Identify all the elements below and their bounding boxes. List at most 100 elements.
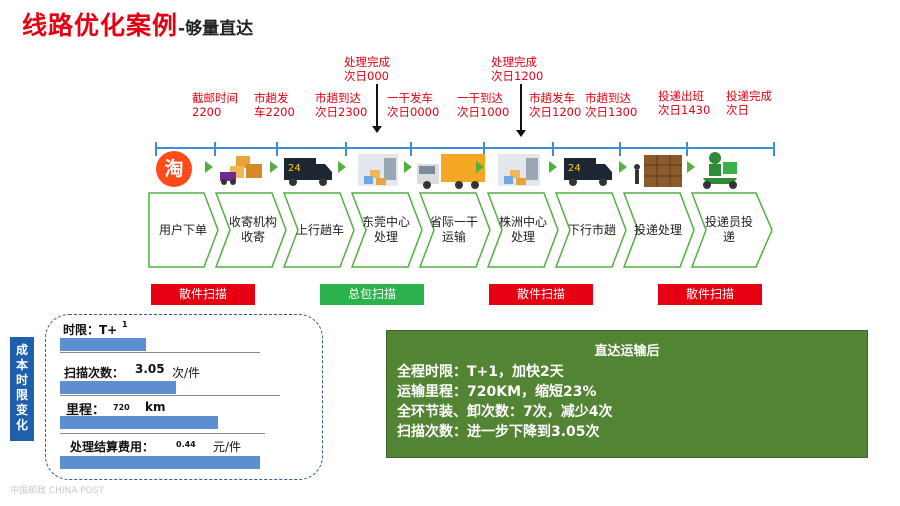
chevron-step-shape bbox=[418, 192, 491, 268]
title-sub: -够量直达 bbox=[178, 19, 254, 39]
scan-label: 扫描次数： bbox=[64, 366, 125, 380]
chevron-step-shape bbox=[486, 192, 559, 268]
forklift-boxes-icon bbox=[220, 156, 262, 185]
timeline-label: 一干到达次日1000 bbox=[457, 91, 509, 119]
divider bbox=[60, 395, 280, 396]
distance-value: 720 bbox=[113, 403, 130, 412]
summary-line: 运输里程：720KM，缩短23% bbox=[397, 384, 597, 400]
timeline-label: 市趟到达次日1300 bbox=[585, 91, 637, 119]
chevron-step-shape bbox=[350, 192, 423, 268]
page-title: 线路优化案例-够量直达 bbox=[22, 6, 253, 42]
delivery-truck-icon: 24 bbox=[284, 158, 332, 186]
fee-label: 处理结算费用： bbox=[70, 440, 155, 454]
scan-bar: 散件扫描 bbox=[658, 284, 762, 305]
label-line: 投递完成 bbox=[726, 89, 772, 103]
label-line: 次日1300 bbox=[585, 105, 638, 119]
scan-bar-label: 散件扫描 bbox=[685, 287, 734, 301]
label-line: 处理完成 bbox=[344, 55, 390, 69]
timeline-label: 市趟发车次日1200 bbox=[529, 91, 581, 119]
label-line: 次日 bbox=[726, 103, 749, 117]
summary-line: 全环节装、卸次数：7次，减少4次 bbox=[397, 404, 613, 420]
timeline-tick bbox=[410, 142, 412, 156]
label-line: 截邮时间 bbox=[192, 91, 238, 105]
step-label: 用户下单 bbox=[152, 192, 214, 268]
chevron-right-icon bbox=[205, 161, 213, 173]
timeline-label: 处理完成次日000 bbox=[344, 55, 390, 83]
step-text: 省际一干 运输 bbox=[429, 215, 478, 244]
taobao-char: 淘 bbox=[164, 158, 184, 180]
distance-unit: km bbox=[145, 400, 166, 414]
scan-bar-label: 散件扫描 bbox=[178, 287, 227, 301]
timeline-label: 投递完成次日 bbox=[726, 89, 772, 117]
timeline-tick bbox=[276, 142, 278, 156]
time-value: 1 bbox=[122, 320, 128, 329]
chevron-right-icon bbox=[549, 161, 557, 173]
fee-bar bbox=[60, 456, 260, 469]
chevron-step-shape bbox=[282, 192, 355, 268]
chevron-right-icon bbox=[476, 161, 484, 173]
sorting-center-icon bbox=[498, 154, 540, 186]
step-text: 收寄机构 收寄 bbox=[228, 215, 277, 244]
label-line: 次日1000 bbox=[457, 105, 510, 119]
label-line: 市趟到达 bbox=[315, 91, 361, 105]
delivery-truck-icon: 24 bbox=[564, 158, 612, 186]
step-label: 东莞中心 处理 bbox=[354, 192, 418, 268]
label-line: 一干到达 bbox=[457, 91, 503, 105]
step-text: 投递员投 递 bbox=[704, 215, 753, 244]
watermark-logo: 中国邮政 CHINA POST bbox=[10, 486, 105, 496]
timeline-label: 投递出班次日1430 bbox=[658, 89, 710, 117]
down-arrow-icon bbox=[372, 84, 382, 133]
step-text: 投递处理 bbox=[633, 222, 682, 237]
time-label: 时限：T+ bbox=[63, 323, 118, 337]
label-line: 市趟发 bbox=[254, 91, 289, 105]
scan-unit: 次/件 bbox=[172, 366, 201, 380]
label-line: 次日2300 bbox=[315, 105, 368, 119]
label-line: 次日0000 bbox=[387, 105, 440, 119]
distance-label: 里程： bbox=[66, 403, 106, 418]
timeline-tick bbox=[345, 142, 347, 156]
timeline-label: 市趟发车2200 bbox=[254, 91, 295, 119]
label-line: 次日1200 bbox=[491, 69, 544, 83]
title-main: 线路优化案例 bbox=[22, 11, 179, 40]
timeline-label: 一干发车次日0000 bbox=[387, 91, 439, 119]
chevron-step-shape bbox=[148, 192, 219, 268]
label-line: 次日000 bbox=[344, 69, 389, 83]
sorting-center-icon bbox=[358, 154, 398, 186]
chevron-step-shape bbox=[690, 192, 773, 268]
step-text: 株洲中心 处理 bbox=[498, 215, 547, 244]
label-line: 一干发车 bbox=[387, 91, 433, 105]
truck-badge: 24 bbox=[288, 163, 301, 174]
scan-count-bar bbox=[60, 381, 176, 394]
step-text: 用户下单 bbox=[158, 222, 207, 237]
label-line: 市趟发车 bbox=[529, 91, 575, 105]
truck-badge: 24 bbox=[568, 163, 581, 174]
scan-bar-label: 散件扫描 bbox=[516, 287, 565, 301]
summary-line: 扫描次数：进一步下降到3.05次 bbox=[397, 424, 600, 440]
chevron-shapes bbox=[148, 192, 773, 268]
label-line: 处理完成 bbox=[491, 55, 537, 69]
chevron-step-shape bbox=[214, 192, 287, 268]
fee-unit: 元/件 bbox=[213, 440, 242, 454]
divider bbox=[60, 433, 265, 434]
chevron-right-icon bbox=[404, 161, 412, 173]
summary-heading: 直达运输后 bbox=[594, 344, 660, 359]
timeline-tick bbox=[155, 142, 157, 156]
chevron-right-icon bbox=[619, 161, 627, 173]
taobao-icon: 淘 bbox=[156, 151, 192, 187]
label-line: 次日1200 bbox=[529, 105, 582, 119]
chevron-right-icon bbox=[270, 161, 278, 173]
scan-bar-label: 总包扫描 bbox=[347, 287, 396, 301]
fee-value: 0.44 bbox=[176, 440, 196, 449]
step-label: 省际一干 运输 bbox=[422, 192, 486, 268]
timeline-tick bbox=[483, 142, 485, 156]
timeline-tick bbox=[552, 142, 554, 156]
step-label: 上行趟车 bbox=[288, 192, 352, 268]
timeline-label: 市趟到达次日2300 bbox=[315, 91, 367, 119]
timeline-label: 处理完成次日1200 bbox=[491, 55, 543, 83]
distance-bar bbox=[60, 416, 218, 429]
summary-line: 全程时限：T+1，加快2天 bbox=[397, 364, 564, 380]
time-bar bbox=[60, 338, 147, 351]
timeline-axis bbox=[155, 147, 775, 149]
cost-tag: 成本时限变化 bbox=[10, 337, 34, 441]
